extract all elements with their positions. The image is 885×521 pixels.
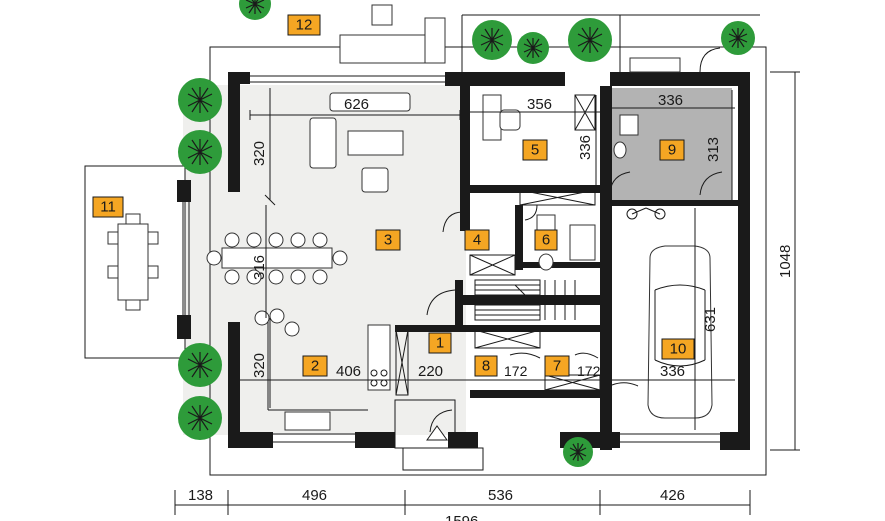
room-label-3: 3 [384, 232, 392, 249]
room-badge-11: 11 [92, 196, 124, 218]
room-label-4: 4 [473, 232, 481, 249]
tree-icon [178, 396, 222, 440]
room-label-5: 5 [531, 142, 539, 159]
wall-left-upper [177, 180, 191, 202]
wall-top-right [610, 72, 750, 86]
wall-room9-bottom [612, 200, 738, 206]
wall-bottom-left [228, 432, 273, 448]
dim-bottom-496: 496 [302, 487, 327, 504]
staircase [474, 279, 576, 321]
dim-room9-depth: 313 [705, 137, 722, 162]
room-label-7: 7 [553, 358, 561, 375]
wall-stair-h [395, 325, 605, 332]
wall-entry-v [455, 280, 463, 330]
entrance-steps [402, 447, 484, 471]
dim-garage-width: 336 [660, 363, 685, 380]
room-badge-8: 8 [474, 355, 498, 377]
wall-bath-h [515, 262, 605, 268]
room-badge-6: 6 [534, 229, 558, 251]
dim-bottom-426: 426 [660, 487, 685, 504]
wall-garage-bottom [720, 432, 750, 450]
dim-total-partial: 1596 [445, 513, 478, 521]
dim-bottom-536: 536 [488, 487, 513, 504]
room-label-11: 11 [100, 199, 116, 216]
wall-left-col1 [228, 72, 240, 192]
closet-x-3 [395, 329, 409, 396]
room-label-6: 6 [542, 232, 550, 249]
dim-room8-width: 172 [504, 363, 528, 379]
tree-icon [472, 20, 512, 60]
entrance-landing [394, 399, 456, 449]
terrace-table [107, 213, 159, 311]
room-label-1: 1 [436, 335, 444, 352]
wall-top-mid [445, 72, 565, 86]
tree-icon [178, 130, 222, 174]
room-badge-1: 1 [428, 332, 452, 354]
dim-hall-width: 220 [418, 363, 443, 380]
tree-icon [563, 437, 593, 467]
dim-room9-width: 336 [658, 92, 683, 109]
closet-x-1 [469, 254, 516, 276]
car [647, 245, 713, 419]
dim-overall-height: 1048 [777, 245, 794, 278]
doors [426, 47, 723, 433]
dim-room7-width: 172 [577, 363, 601, 379]
dim-garage-depth: 631 [702, 307, 719, 332]
kitchen-counter [254, 308, 391, 431]
terrace-right-top [461, 14, 760, 73]
wall-internal-v1 [460, 86, 470, 231]
sofa [309, 92, 411, 193]
room-label-2: 2 [311, 358, 319, 375]
room-badge-5: 5 [522, 139, 548, 161]
tree-icon [721, 21, 755, 55]
room-badge-2: 2 [302, 355, 328, 377]
dimension-lines [174, 71, 800, 515]
wall-bottom-mid [355, 432, 395, 448]
room-badge-12: 12 [287, 14, 321, 36]
wall-internal-h1 [470, 185, 605, 193]
room-label-12: 12 [296, 17, 313, 34]
closet-x-5 [544, 374, 601, 391]
tree-icon [239, 0, 271, 20]
tree-icon [517, 32, 549, 64]
room-badge-4: 4 [464, 229, 490, 251]
dim-kitchen-depth: 320 [251, 353, 268, 378]
study-desk [482, 94, 521, 141]
tree-icon [178, 343, 222, 387]
room-badge-9: 9 [659, 139, 685, 161]
wall-left-lower [177, 315, 191, 339]
room-label-9: 9 [668, 142, 676, 159]
wall-right [738, 72, 750, 450]
tree-icon [568, 18, 612, 62]
closet-x-4 [474, 329, 541, 349]
wall-internal-v2 [600, 86, 612, 211]
terrace-top-furniture [339, 4, 446, 64]
room-badge-7: 7 [544, 355, 570, 377]
dim-dining-width: 316 [251, 255, 268, 280]
dim-kitchen-width: 406 [336, 363, 361, 380]
room9-fixtures [613, 114, 639, 159]
dim-bottom-138: 138 [188, 487, 213, 504]
entry-arrow [426, 425, 448, 441]
dim-living-width: 626 [344, 96, 369, 113]
wall-bottom-right-a [448, 432, 478, 448]
wall-bath-v [515, 205, 523, 270]
tree-icon [178, 78, 222, 122]
dim-living-depth: 320 [251, 141, 268, 166]
wall-left-col2 [228, 322, 240, 446]
room-badge-10: 10 [661, 338, 695, 360]
closet-x-2 [519, 189, 596, 206]
bathroom-fixtures [536, 214, 596, 271]
wall-hall-h [470, 390, 605, 398]
bicycle [626, 207, 666, 220]
dim-room5-width: 356 [527, 96, 552, 113]
dining-table [206, 232, 348, 285]
room-badge-3: 3 [375, 229, 401, 251]
room-label-10: 10 [670, 341, 687, 358]
dim-room5-depth: 336 [577, 135, 594, 160]
room-label-8: 8 [482, 358, 490, 375]
